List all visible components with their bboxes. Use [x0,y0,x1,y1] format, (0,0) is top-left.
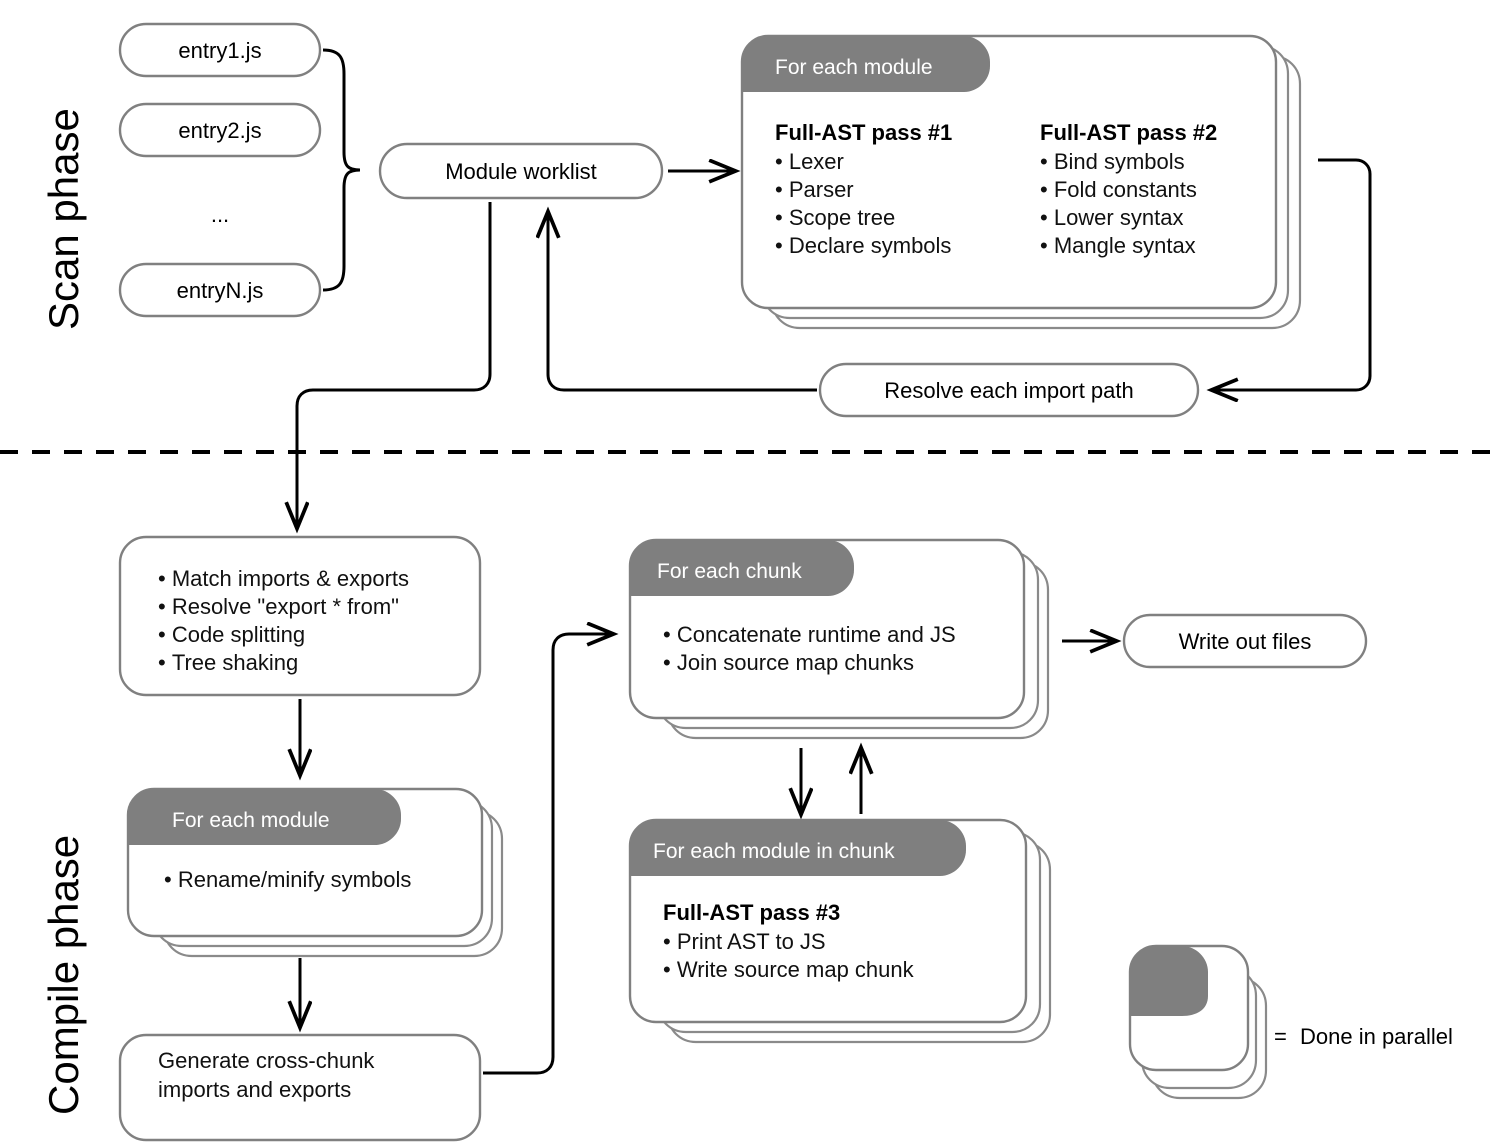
pass1-item: • Scope tree [775,205,895,230]
resolve-import-node[interactable]: Resolve each import path [818,362,1200,418]
write-out-files-label: Write out files [1179,629,1312,654]
entry-node-label: entry2.js [178,118,261,143]
arrow-module-card-to-resolve [1212,158,1372,390]
phase-label-scan: Scan phase [40,108,87,330]
legend: = Done in parallel [1128,944,1453,1100]
phase-label-compile: Compile phase [40,835,87,1115]
rename-card[interactable]: For each module • Rename/minify symbols [126,787,484,938]
module-in-chunk-card[interactable]: For each module in chunk Full-AST pass #… [628,818,1028,1024]
linking-item: • Code splitting [158,622,305,647]
pass1-item: • Declare symbols [775,233,951,258]
resolve-import-label: Resolve each import path [884,378,1133,403]
card-header-band [630,540,854,596]
write-out-files-node[interactable]: Write out files [1122,613,1368,669]
pass1-title: Full-AST pass #1 [775,120,952,145]
cross-chunk-box[interactable]: Generate cross-chunk imports and exports [118,1033,482,1142]
card-header-label: For each module [775,56,933,79]
card-header-label: For each module in chunk [653,840,895,863]
entry-node-2[interactable]: entry2.js [118,102,322,158]
arrow-resolve-to-worklist [548,212,817,392]
module-worklist-node[interactable]: Module worklist [378,142,664,200]
linking-item: • Match imports & exports [158,566,409,591]
card-header-label: For each module [172,809,330,832]
linking-box[interactable]: • Match imports & exports • Resolve "exp… [118,535,482,697]
card-header-band [742,36,990,92]
chunk-item: • Join source map chunks [663,650,914,675]
chunk-item: • Concatenate runtime and JS [663,622,956,647]
pass2-item: • Mangle syntax [1040,233,1196,258]
arrow-worklist-to-link-box [297,202,492,528]
linking-item: • Tree shaking [158,650,298,675]
cross-chunk-line: imports and exports [158,1077,351,1102]
card-header-label: For each chunk [657,560,802,583]
pass3-title: Full-AST pass #3 [663,900,840,925]
arrow-cross-chunk-to-chunk-card [483,634,613,1075]
card-header-band [1130,946,1208,1016]
pass2-item: • Fold constants [1040,177,1197,202]
pass2-item: • Bind symbols [1040,149,1185,174]
entry-node-label: entryN.js [177,278,264,303]
scan-module-card[interactable]: For each module Full-AST pass #1 • Lexer… [740,34,1278,310]
entry-node-n[interactable]: entryN.js [118,262,322,318]
chunk-card[interactable]: For each chunk • Concatenate runtime and… [628,538,1026,720]
pass2-title: Full-AST pass #2 [1040,120,1217,145]
pass1-item: • Lexer [775,149,844,174]
pass2-item: • Lower syntax [1040,205,1183,230]
linking-item: • Resolve "export * from" [158,594,399,619]
entry-brace [322,48,361,292]
legend-label: Done in parallel [1300,1024,1453,1049]
card-header-band [630,820,966,876]
entry-node-ellipsis: ... [211,202,229,227]
cross-chunk-line: Generate cross-chunk [158,1048,375,1073]
pass1-item: • Parser [775,177,854,202]
entry-node-label: entry1.js [178,38,261,63]
entry-node-1[interactable]: entry1.js [118,22,322,78]
rename-item: • Rename/minify symbols [164,867,411,892]
card-header-band [128,789,401,845]
pass3-item: • Write source map chunk [663,957,915,982]
pass3-item: • Print AST to JS [663,929,826,954]
legend-equals: = [1274,1024,1287,1049]
module-worklist-label: Module worklist [445,159,597,184]
